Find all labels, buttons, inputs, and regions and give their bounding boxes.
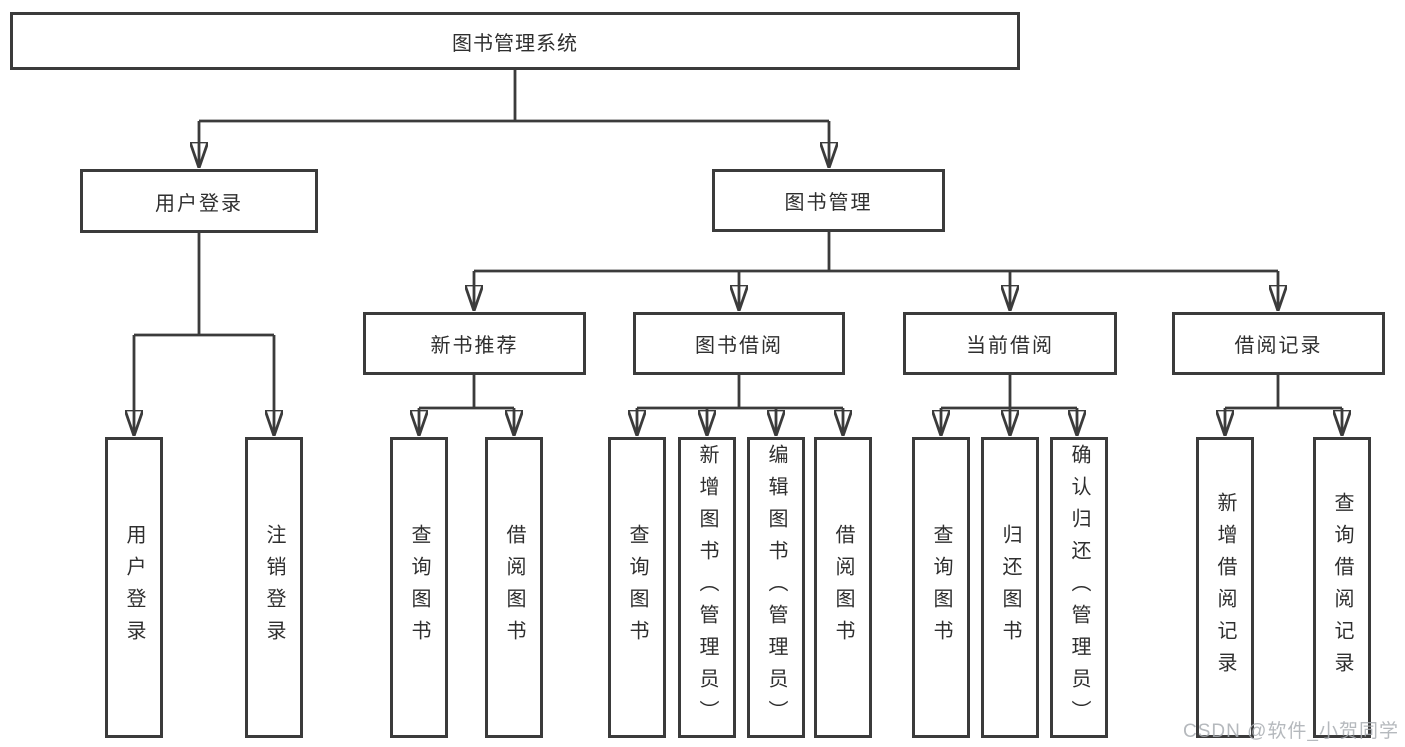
- leaf-bb-borrow-books: 借阅图书: [814, 437, 872, 738]
- leaf-cb-return-books: 归还图书: [981, 437, 1039, 738]
- leaf-cb-query-books: 查询图书: [912, 437, 970, 738]
- node-book-management: 图书管理: [712, 169, 945, 232]
- node-current-borrowing: 当前借阅: [903, 312, 1117, 375]
- node-borrowing-records: 借阅记录: [1172, 312, 1385, 375]
- leaf-cb-confirm-return-admin: 确认归还（管理员）: [1050, 437, 1108, 738]
- leaf-br-add-record: 新增借阅记录: [1196, 437, 1254, 738]
- node-root-library-system: 图书管理系统: [10, 12, 1020, 70]
- node-book-borrowing: 图书借阅: [633, 312, 845, 375]
- leaf-bb-query-books: 查询图书: [608, 437, 666, 738]
- node-new-book-recommend: 新书推荐: [363, 312, 586, 375]
- leaf-user-login: 用户登录: [105, 437, 163, 738]
- csdn-watermark: CSDN @软件_小贺同学: [1183, 721, 1399, 742]
- leaf-br-query-record: 查询借阅记录: [1313, 437, 1371, 738]
- leaf-logout: 注销登录: [245, 437, 303, 738]
- node-user-login: 用户登录: [80, 169, 318, 233]
- leaf-bb-add-books-admin: 新增图书（管理员）: [678, 437, 736, 738]
- leaf-nbr-borrow-books: 借阅图书: [485, 437, 543, 738]
- leaf-nbr-query-books: 查询图书: [390, 437, 448, 738]
- leaf-bb-edit-books-admin: 编辑图书（管理员）: [747, 437, 805, 738]
